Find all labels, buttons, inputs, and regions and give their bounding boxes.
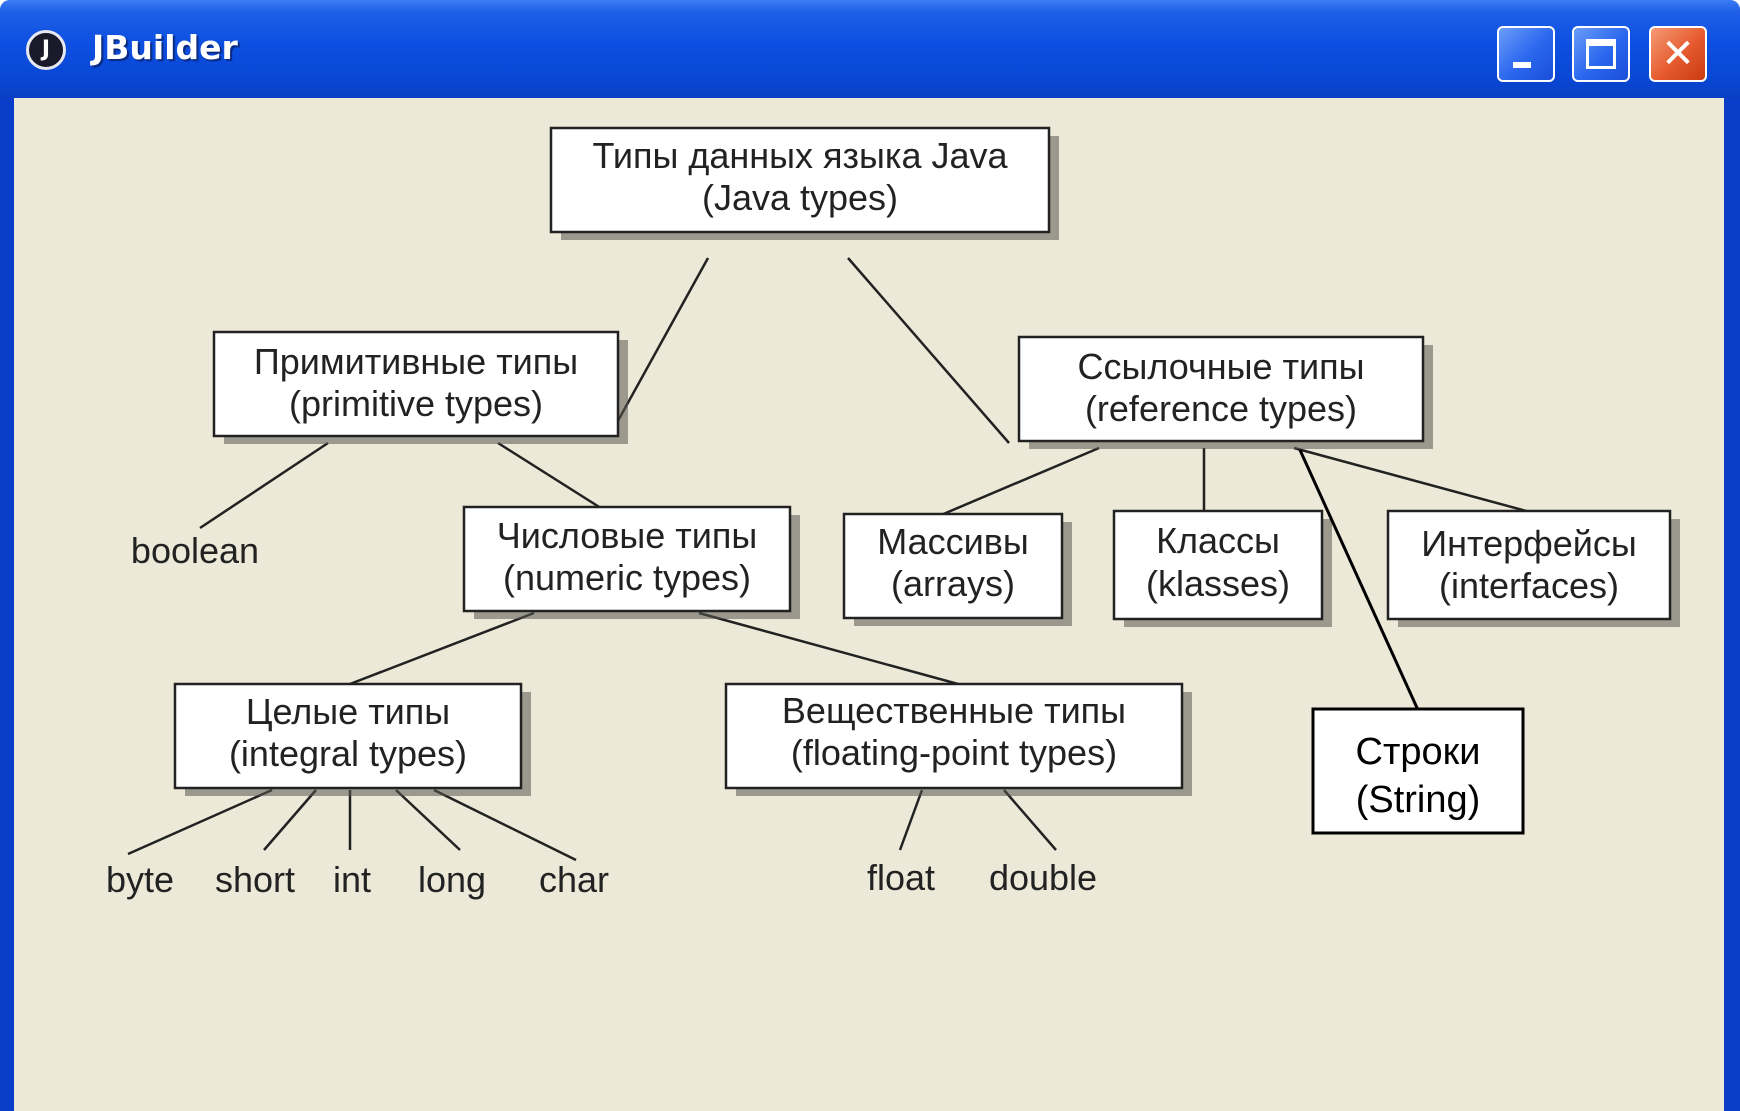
node-floating-point-types: Вещественные типы (floating-point types)	[724, 682, 1192, 796]
edge-numeric-integral	[349, 611, 535, 686]
edge-floating-float	[898, 789, 924, 851]
minimize-icon	[1513, 62, 1531, 68]
node-interfaces-label: Интерфейсы	[1421, 523, 1637, 564]
edge-primitive-numeric	[497, 441, 605, 512]
edge-java-primitive	[612, 257, 710, 429]
node-integral-sublabel: (integral types)	[229, 733, 467, 774]
leaf-boolean: boolean	[131, 530, 259, 571]
node-interfaces: Интерфейсы (interfaces)	[1386, 509, 1680, 627]
edge-numeric-floating	[698, 611, 959, 686]
node-string-label: Строки	[1356, 731, 1481, 773]
node-classes-sublabel: (klasses)	[1146, 563, 1290, 604]
edge-primitive-boolean	[199, 441, 329, 530]
node-interfaces-sublabel: (interfaces)	[1439, 565, 1619, 606]
node-primitive-sublabel: (primitive types)	[289, 383, 543, 424]
node-java-types-label: Типы данных языка Java	[592, 135, 1008, 176]
node-classes-label: Классы	[1156, 520, 1280, 561]
edge-reference-interfaces	[1293, 446, 1531, 514]
node-floating-label: Вещественные типы	[782, 690, 1126, 731]
edge-integral-long	[395, 789, 461, 851]
leaf-byte: byte	[106, 859, 174, 900]
node-string: Строки (String)	[1311, 707, 1525, 835]
edge-integral-char	[433, 788, 577, 862]
minimize-button[interactable]	[1497, 26, 1555, 82]
node-string-sublabel: (String)	[1356, 779, 1481, 821]
node-reference-types: Ссылочные типы (reference types)	[1017, 335, 1433, 449]
maximize-icon	[1586, 39, 1616, 69]
jbuilder-app-icon[interactable]: J	[26, 30, 66, 70]
diagram-edges	[127, 257, 1531, 862]
edge-integral-short	[263, 789, 317, 851]
close-button[interactable]: ✕	[1649, 26, 1707, 82]
edge-integral-byte	[127, 788, 273, 856]
node-integral-types: Целые типы (integral types)	[173, 682, 531, 796]
node-classes: Классы (klasses)	[1112, 509, 1332, 627]
node-arrays-sublabel: (arrays)	[891, 563, 1015, 604]
node-reference-label: Ссылочные типы	[1077, 346, 1364, 387]
leaf-double: double	[989, 857, 1097, 898]
node-primitive-types: Примитивные типы (primitive types)	[212, 330, 628, 444]
edge-java-reference	[847, 257, 1010, 444]
maximize-button[interactable]	[1572, 26, 1630, 82]
node-integral-label: Целые типы	[246, 691, 450, 732]
close-icon: ✕	[1661, 31, 1695, 77]
node-floating-sublabel: (floating-point types)	[791, 732, 1117, 773]
node-numeric-types: Числовые типы (numeric types)	[462, 505, 800, 619]
leaf-int: int	[333, 859, 371, 900]
leaf-short: short	[215, 859, 295, 900]
node-java-types: Типы данных языка Java (Java types)	[549, 126, 1059, 240]
type-hierarchy-diagram: Типы данных языка Java (Java types) Прим…	[106, 126, 1680, 900]
node-numeric-label: Числовые типы	[497, 515, 758, 556]
node-arrays: Массивы (arrays)	[842, 512, 1072, 626]
edge-floating-double	[1003, 789, 1057, 851]
edge-reference-string	[1298, 449, 1420, 711]
leaf-float: float	[867, 857, 935, 898]
title-bar[interactable]: J JBuilder ✕	[0, 0, 1740, 98]
edge-reference-arrays	[933, 446, 1100, 520]
diagram-canvas: Типы данных языка Java (Java types) Прим…	[14, 98, 1724, 1111]
window-title: JBuilder	[92, 28, 238, 67]
leaf-long: long	[418, 859, 486, 900]
node-numeric-sublabel: (numeric types)	[503, 557, 751, 598]
node-primitive-label: Примитивные типы	[254, 341, 578, 382]
leaf-char: char	[539, 859, 609, 900]
node-reference-sublabel: (reference types)	[1085, 388, 1357, 429]
node-java-types-sublabel: (Java types)	[702, 177, 898, 218]
node-arrays-label: Массивы	[877, 521, 1029, 562]
